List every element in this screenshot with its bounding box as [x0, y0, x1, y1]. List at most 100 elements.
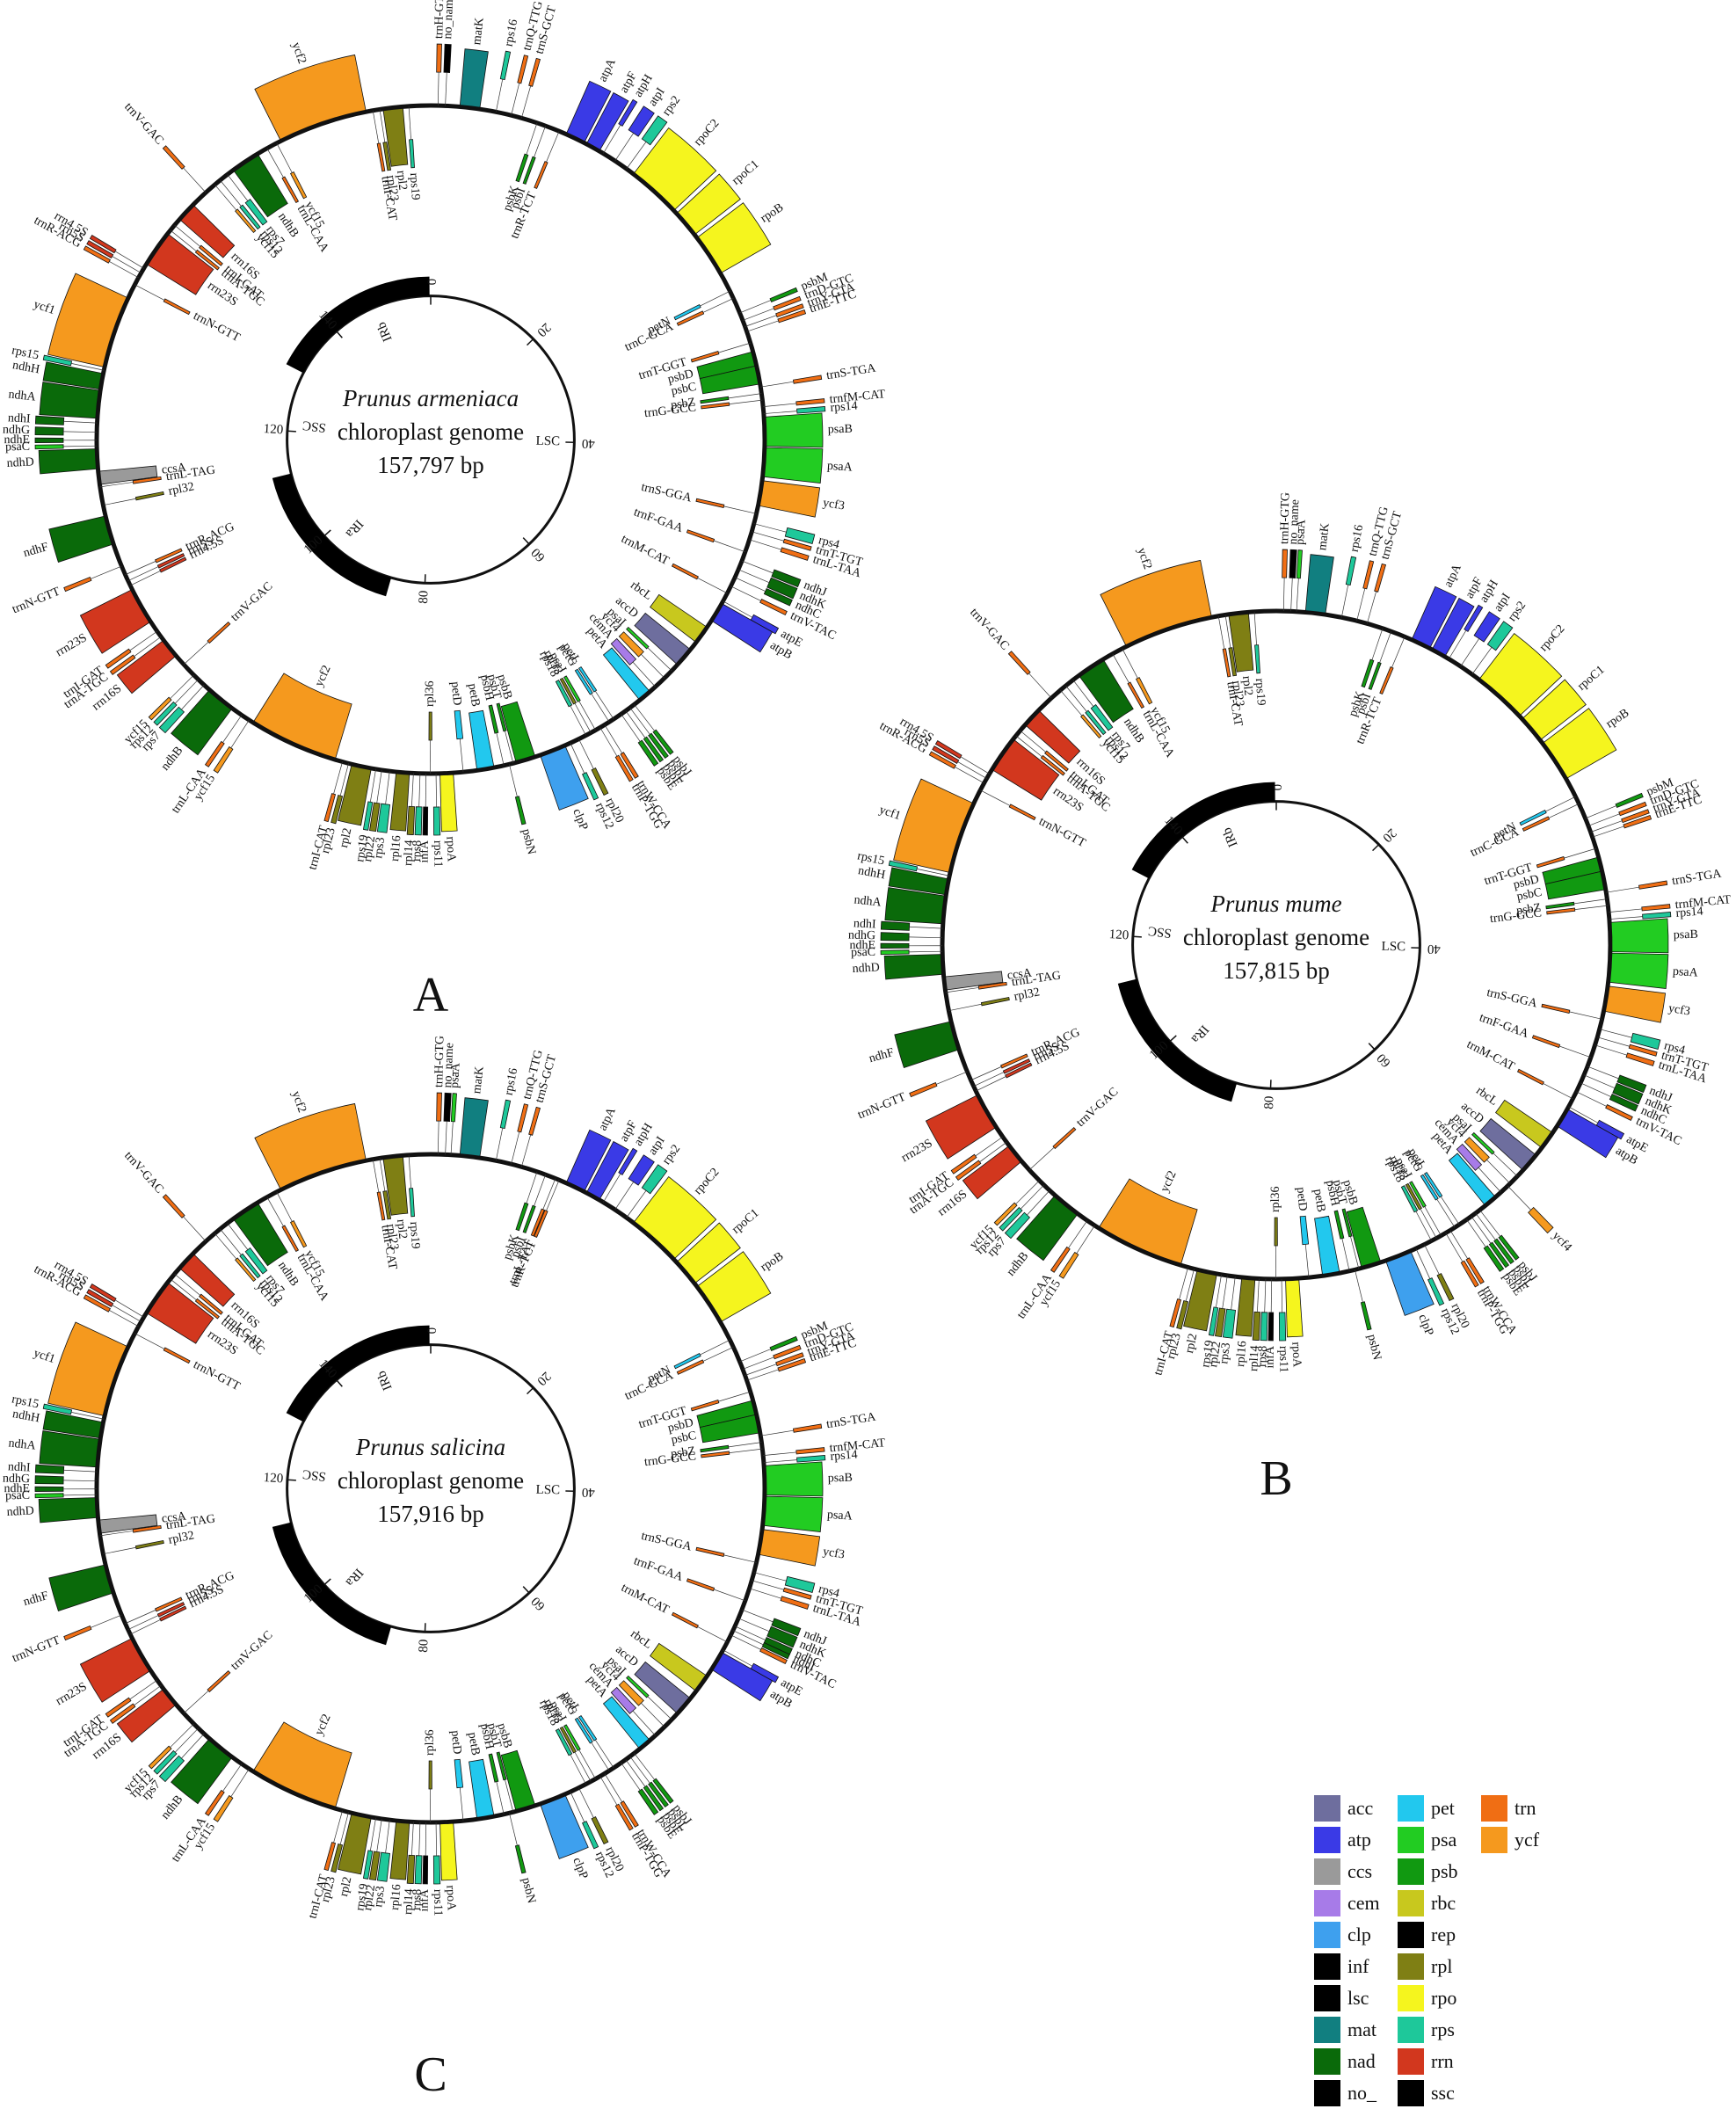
gene-block — [180, 1254, 236, 1307]
gene-connector — [955, 767, 984, 784]
gene-label: petB — [465, 1731, 482, 1756]
gene-label: trnV-GAC — [121, 1149, 166, 1196]
scale-tick — [336, 1379, 343, 1387]
gene-block — [700, 1444, 730, 1453]
gene-label: rpl23 — [319, 1875, 338, 1903]
gene-connector — [495, 79, 504, 113]
gene-block — [459, 48, 489, 108]
gene-connector — [629, 707, 650, 735]
gene-block — [289, 171, 308, 200]
gene-block — [499, 50, 512, 81]
gene-block — [156, 553, 185, 569]
gene-label: rpoC2 — [1537, 622, 1568, 654]
gene-connector — [1471, 1216, 1492, 1244]
gene-block — [673, 1353, 701, 1370]
gene-connector — [1436, 1198, 1456, 1228]
scale-tick-label: 60 — [529, 545, 548, 564]
gene-label: trnN-GTT — [11, 1633, 62, 1665]
gene-block — [432, 1855, 441, 1885]
gene-block — [614, 754, 634, 782]
gene-block — [1628, 1044, 1658, 1057]
gene-block — [436, 43, 442, 73]
gene-block — [42, 354, 73, 367]
gene-block — [888, 860, 919, 872]
gene-block — [1252, 1311, 1261, 1341]
gene-block — [559, 1726, 577, 1754]
region-label-ssc: SSC — [301, 418, 326, 434]
gene-block — [534, 1210, 548, 1238]
genome-subtitle: chloroplast genome — [338, 1467, 524, 1494]
gene-label: trnS-GGA — [640, 1530, 694, 1554]
gene-connector — [339, 763, 349, 796]
gene-connector — [730, 1634, 761, 1650]
gene-connector — [114, 251, 144, 269]
gene-block — [1260, 1312, 1268, 1342]
gene-label: trnS-TGA — [825, 361, 877, 382]
legend-label: pet — [1431, 1797, 1455, 1819]
gene-label: trnN-GTT — [11, 585, 62, 616]
gene-connector — [1587, 1065, 1619, 1080]
species-name: Prunus salicina — [355, 1434, 505, 1460]
gene-block — [1085, 709, 1107, 736]
gene-block — [1479, 632, 1563, 716]
gene-connector — [742, 1356, 774, 1370]
gene-block — [109, 654, 136, 675]
gene-label: ndhH — [857, 864, 886, 882]
gene-connector — [763, 1459, 797, 1463]
panel-letter-c: C — [414, 2047, 447, 2102]
scale-tick — [522, 537, 530, 545]
legend-swatch — [1314, 1922, 1340, 1948]
gene-label: rpoB — [759, 201, 787, 226]
scale-tick-label: 0 — [425, 279, 439, 286]
gene-label: rps14 — [1675, 905, 1703, 920]
gene-block — [1267, 1312, 1275, 1342]
gene-connector — [376, 1818, 382, 1852]
gene-block — [602, 647, 650, 700]
gene-block — [239, 204, 261, 230]
legend-label: rpl — [1431, 1955, 1452, 1977]
gene-block — [382, 1156, 409, 1216]
gene-connector — [369, 1817, 376, 1851]
legend-swatch — [1314, 1827, 1340, 1853]
gene-connector — [372, 110, 380, 144]
gene-label: trnM-CAT — [619, 533, 672, 569]
gene-block — [199, 1293, 223, 1315]
gene-block — [540, 746, 589, 811]
gene-block — [1486, 621, 1514, 651]
legend-swatch — [1481, 1827, 1507, 1853]
gene-block — [389, 773, 410, 832]
gene-label: trnS-GGA — [1485, 986, 1539, 1011]
gene-label: rpl2 — [394, 1218, 409, 1240]
legend-label: rrn — [1431, 2050, 1454, 2072]
gene-connector — [745, 1364, 777, 1376]
gene-label: rpoC2 — [692, 117, 723, 149]
gene-block — [1604, 985, 1667, 1023]
gene-label: rpoA — [1289, 1342, 1303, 1368]
gene-block — [1222, 1308, 1236, 1339]
gene-block — [1436, 1273, 1455, 1302]
legend-label: acc — [1347, 1797, 1374, 1819]
gene-connector — [520, 1134, 531, 1167]
gene-label: rps8 — [410, 1889, 425, 1911]
gene-connector — [1304, 1244, 1310, 1278]
gene-block — [382, 142, 392, 171]
gene-block — [330, 1844, 344, 1873]
gene-block — [528, 1106, 541, 1136]
gene-block — [253, 673, 352, 759]
gene-connector — [450, 1121, 454, 1155]
gene-label: trnG-GCC — [643, 401, 696, 420]
gene-connector — [570, 1754, 586, 1785]
gene-block — [1409, 1181, 1427, 1208]
legend-swatch — [1398, 2048, 1424, 2075]
gene-connector — [1065, 685, 1087, 712]
gene-label: rpl14 — [402, 840, 417, 866]
gene-label: rps3 — [372, 837, 388, 860]
gene-connector — [1460, 638, 1479, 667]
gene-label: ycf2 — [289, 1089, 309, 1114]
legend-label: lsc — [1347, 1987, 1369, 2009]
gene-connector — [718, 1391, 751, 1402]
scale-tick — [522, 1586, 530, 1594]
gene-connector — [125, 1610, 156, 1625]
gene-connector — [1576, 1091, 1607, 1107]
